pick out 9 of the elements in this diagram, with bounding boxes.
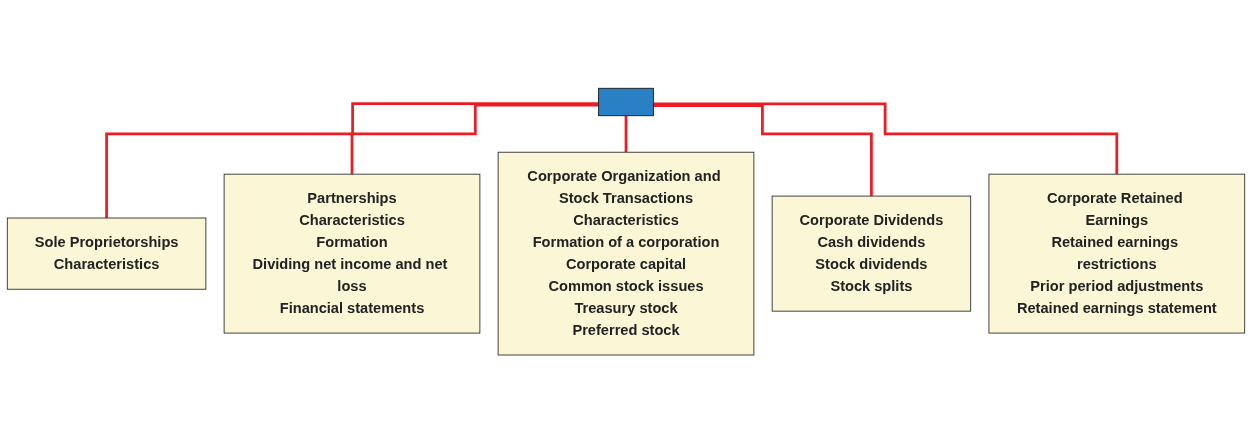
- connector: [624, 114, 628, 154]
- node-box: [598, 87, 654, 116]
- node-box: Corporate Dividends Cash dividends Stock dividends Stock splits: [771, 195, 972, 312]
- connector: [350, 103, 599, 176]
- node-box: Sole Proprietorships Characteristics: [6, 217, 207, 290]
- node-box: Corporate Retained Earnings Retained earnings restrictions Prior period adjustments Retained earnings statement: [988, 173, 1246, 334]
- connector: [653, 102, 1119, 176]
- node-box: Partnerships Characteristics Formation Dividing net income and net loss Financial statements: [223, 173, 481, 334]
- node-box: Corporate Organization and Stock Transactions Characteristics Formation of a corporation Corporate capital Common stock issues Treasury stock Preferred stock: [497, 151, 755, 356]
